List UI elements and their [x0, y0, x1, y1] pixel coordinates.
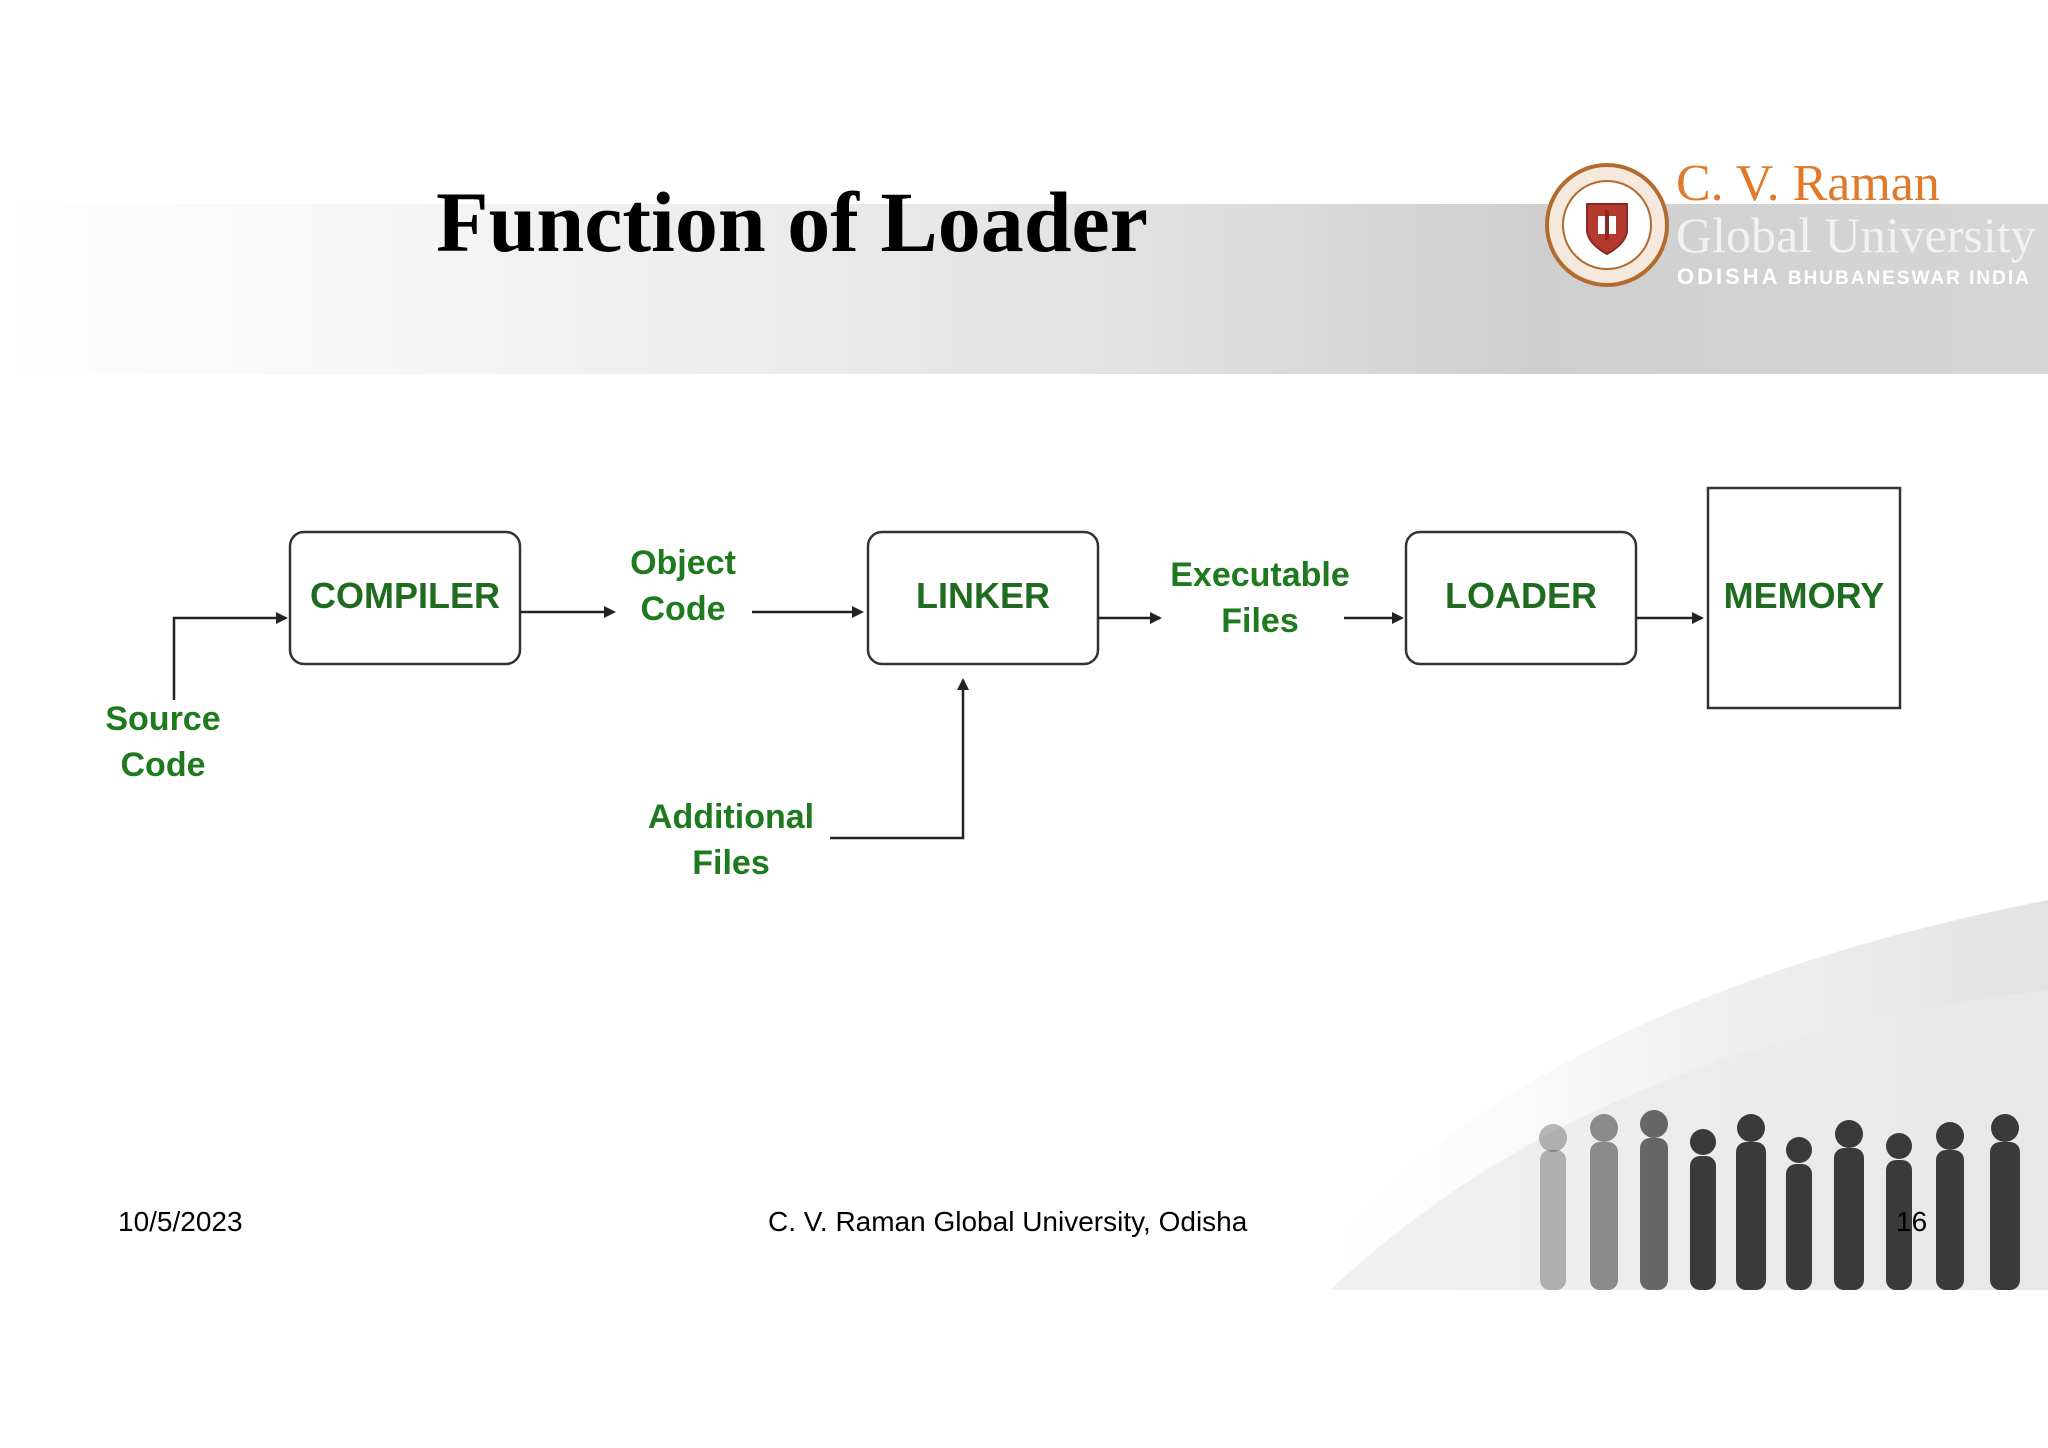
brand-location-main: ODISHA [1677, 264, 1781, 289]
source-code-label-line2: Code [121, 746, 206, 784]
people-decoration [1290, 900, 2048, 1290]
additional-files-label-line1: Additional [648, 798, 814, 836]
compiler-label: COMPILER [310, 575, 500, 616]
loader-label: LOADER [1445, 575, 1597, 616]
footer-date: 10/5/2023 [118, 1206, 243, 1237]
linker-box [866, 530, 1100, 666]
header-band [0, 204, 2048, 374]
object-code-label-line1: Object [630, 544, 736, 582]
additional-to-linker-arrow [830, 678, 969, 840]
slide-title: Function of Loader [436, 174, 1148, 270]
source-to-compiler-arrow [172, 612, 288, 700]
additional-files-label-line2: Files [692, 844, 769, 882]
footer-center-text: C. V. Raman Global University, Odisha [768, 1206, 1248, 1237]
brand-location: ODISHA BHUBANESWAR INDIA [1677, 264, 2031, 290]
compiler-box [288, 530, 522, 666]
loader-box [1404, 530, 1638, 666]
executable-files-label-line2: Files [1221, 602, 1298, 640]
loader-flow-diagram: COMPILER LINKER LOADER MEMORY Source Cod… [105, 486, 1902, 882]
brand-name-line1: C. V. Raman [1676, 155, 1940, 212]
executable-files-label-line1: Executable [1170, 556, 1350, 594]
slide: Function of Loader C. V. Raman Global Un… [0, 155, 2048, 1290]
object-code-label-line2: Code [641, 590, 726, 628]
university-seal-icon [1545, 163, 1669, 287]
brand-location-rest: BHUBANESWAR INDIA [1787, 268, 2031, 289]
linker-label: LINKER [916, 575, 1050, 616]
memory-box [1706, 486, 1902, 710]
footer-page-number: 16 [1896, 1206, 1928, 1237]
memory-label: MEMORY [1724, 575, 1885, 616]
source-code-label-line1: Source [105, 700, 220, 738]
brand-name-line2: Global University [1676, 207, 2036, 263]
